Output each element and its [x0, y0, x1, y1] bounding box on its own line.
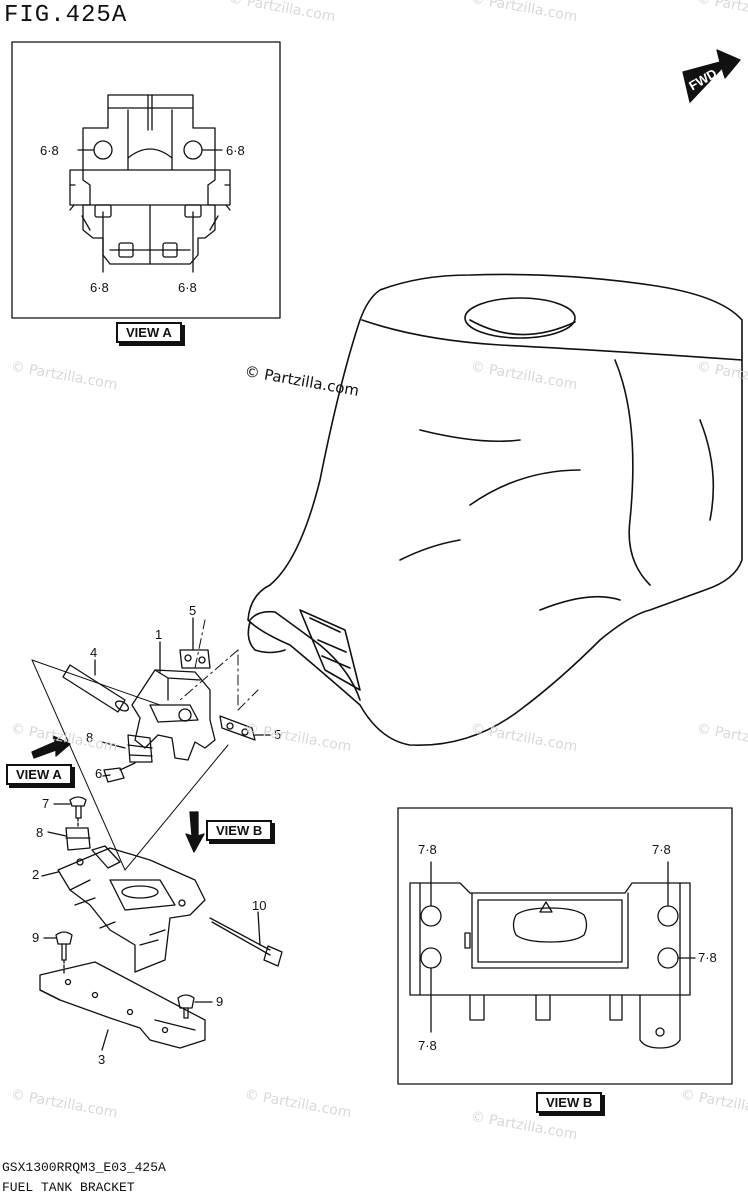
- view-a-arrow-label: VIEW A: [6, 764, 72, 785]
- view-b-torque-right: 7·8: [698, 950, 717, 965]
- view-b-torque-bottom-left: 7·8: [418, 1038, 437, 1053]
- bolt-nine-right: [177, 994, 195, 1019]
- callout-5-right: 5: [274, 727, 282, 742]
- view-b-arrow-icon: [185, 811, 205, 853]
- callout-4: 4: [90, 645, 98, 660]
- fuel-tank: [247, 273, 743, 747]
- view-a-arrow-icon: [31, 735, 71, 759]
- view-b-torque-top-left: 7·8: [418, 842, 437, 857]
- view-a-torque-top-left: 6·8: [40, 143, 59, 158]
- model-code: GSX1300RRQM3_E03_425A: [2, 1160, 166, 1175]
- lower-bracket: [57, 845, 206, 973]
- view-b-frame: [397, 807, 733, 1085]
- view-a-projection: [31, 659, 229, 871]
- callout-1: 1: [155, 627, 163, 642]
- bolt-nine-left: [55, 931, 73, 961]
- callout-6: 6: [95, 766, 103, 781]
- base-plate: [39, 961, 206, 1049]
- view-a-label: VIEW A: [116, 322, 182, 343]
- rubber-eight: [65, 827, 91, 851]
- view-a-torque-top-right: 6·8: [226, 143, 245, 158]
- view-a-frame: [11, 41, 281, 319]
- callout-5-top: 5: [189, 603, 197, 618]
- view-b-arrow-label: VIEW B: [206, 820, 273, 841]
- callout-9-right: 9: [216, 994, 224, 1009]
- long-bolt: [209, 917, 283, 967]
- view-b-torque-top-right: 7·8: [652, 842, 671, 857]
- callout-8-top: 8: [86, 730, 94, 745]
- part-group-name: FUEL TANK BRACKET: [2, 1180, 135, 1195]
- callout-7: 7: [42, 796, 50, 811]
- callout-9-left: 9: [32, 930, 40, 945]
- callout-8-lower: 8: [36, 825, 44, 840]
- pin-part: [62, 664, 126, 713]
- rubber-cushion: [127, 734, 153, 763]
- fwd-arrow-icon: [682, 49, 741, 103]
- callout-3: 3: [98, 1052, 106, 1067]
- callout-10: 10: [252, 898, 267, 913]
- view-a-torque-bottom-left: 6·8: [90, 280, 109, 295]
- view-b-bracket: [409, 882, 691, 1049]
- bracket-assembly: [131, 649, 256, 761]
- bolt-seven: [69, 796, 87, 819]
- collar-bolt: [103, 762, 136, 783]
- view-a-torque-bottom-right: 6·8: [178, 280, 197, 295]
- figure-title: FIG.425A: [4, 2, 128, 29]
- callout-2: 2: [32, 867, 40, 882]
- view-b-label: VIEW B: [536, 1092, 603, 1113]
- view-a-bracket: [69, 94, 231, 265]
